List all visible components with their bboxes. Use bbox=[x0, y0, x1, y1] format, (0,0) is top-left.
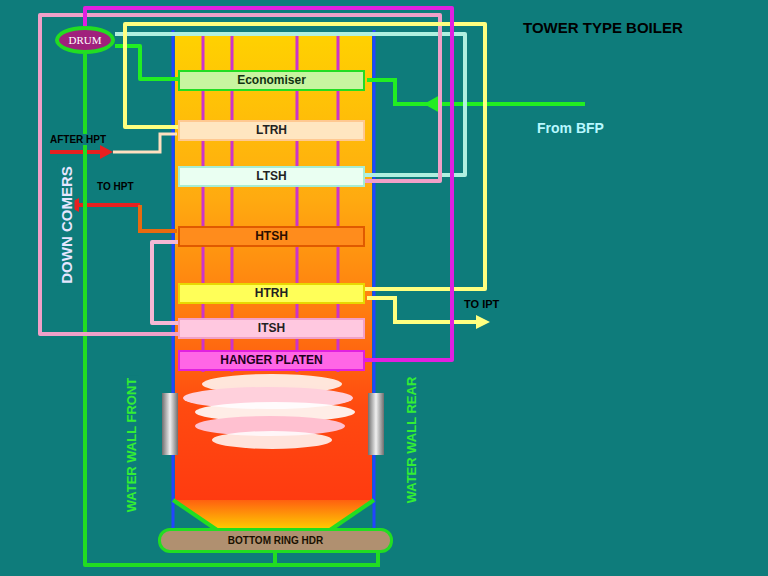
node-text: ITSH bbox=[258, 321, 285, 336]
furnace-column bbox=[175, 32, 372, 502]
pipe-connector bbox=[85, 8, 452, 360]
pipe-connector bbox=[40, 15, 440, 334]
pipe-connector bbox=[125, 24, 485, 289]
htrh-band: HTRH bbox=[178, 283, 365, 304]
hot-reheat-arrowhead bbox=[476, 315, 490, 329]
ltrh-band: LTRH bbox=[178, 120, 365, 141]
feedwater-pipe bbox=[367, 80, 585, 104]
feedwater-arrowhead bbox=[424, 95, 440, 113]
itsh-band: ITSH bbox=[178, 318, 365, 339]
htsh-band: HTSH bbox=[178, 226, 365, 247]
steam-drum: DRUM bbox=[55, 26, 115, 54]
ltsh-band: LTSH bbox=[178, 166, 365, 187]
flame bbox=[212, 431, 332, 449]
furnace-hopper bbox=[175, 500, 372, 530]
node-text: LTSH bbox=[256, 169, 286, 184]
hanger-platen-band: HANGER PLATEN bbox=[178, 350, 365, 371]
water-wall-label: WATER WALL FRONT bbox=[124, 376, 139, 515]
outlet-label: TO HPT bbox=[95, 181, 135, 192]
burner bbox=[368, 393, 384, 455]
main-steam-pipe bbox=[140, 205, 177, 231]
hopper-wall bbox=[173, 500, 217, 530]
outlet-label: TO IPT bbox=[462, 298, 501, 310]
burner bbox=[162, 393, 178, 455]
pipe-connector bbox=[115, 34, 465, 175]
water-wall-label: WATER WALL REAR bbox=[404, 375, 419, 506]
node-text: DRUM bbox=[68, 33, 101, 48]
cold-reheat-arrowhead bbox=[100, 145, 113, 159]
hopper-wall bbox=[330, 500, 374, 530]
inlet-label: AFTER HPT bbox=[48, 134, 108, 145]
node-text: HTRH bbox=[255, 286, 288, 301]
economiser-band: Economiser bbox=[178, 70, 365, 91]
diagram-title: TOWER TYPE BOILER bbox=[523, 19, 683, 36]
main-steam-arrow bbox=[78, 203, 140, 207]
downcomer-label: DOWN COMERS bbox=[58, 164, 75, 286]
node-text: BOTTOM RING HDR bbox=[228, 533, 323, 548]
bottom-ring-header: BOTTOM RING HDR bbox=[158, 528, 393, 553]
cold-reheat-pipe bbox=[113, 134, 177, 152]
node-text: HANGER PLATEN bbox=[220, 353, 322, 368]
node-text: Economiser bbox=[237, 73, 306, 88]
node-text: LTRH bbox=[256, 123, 287, 138]
cold-reheat-arrow bbox=[50, 150, 102, 154]
source-label: From BFP bbox=[535, 120, 606, 136]
pipe-connector bbox=[152, 242, 178, 323]
node-text: HTSH bbox=[255, 229, 288, 244]
